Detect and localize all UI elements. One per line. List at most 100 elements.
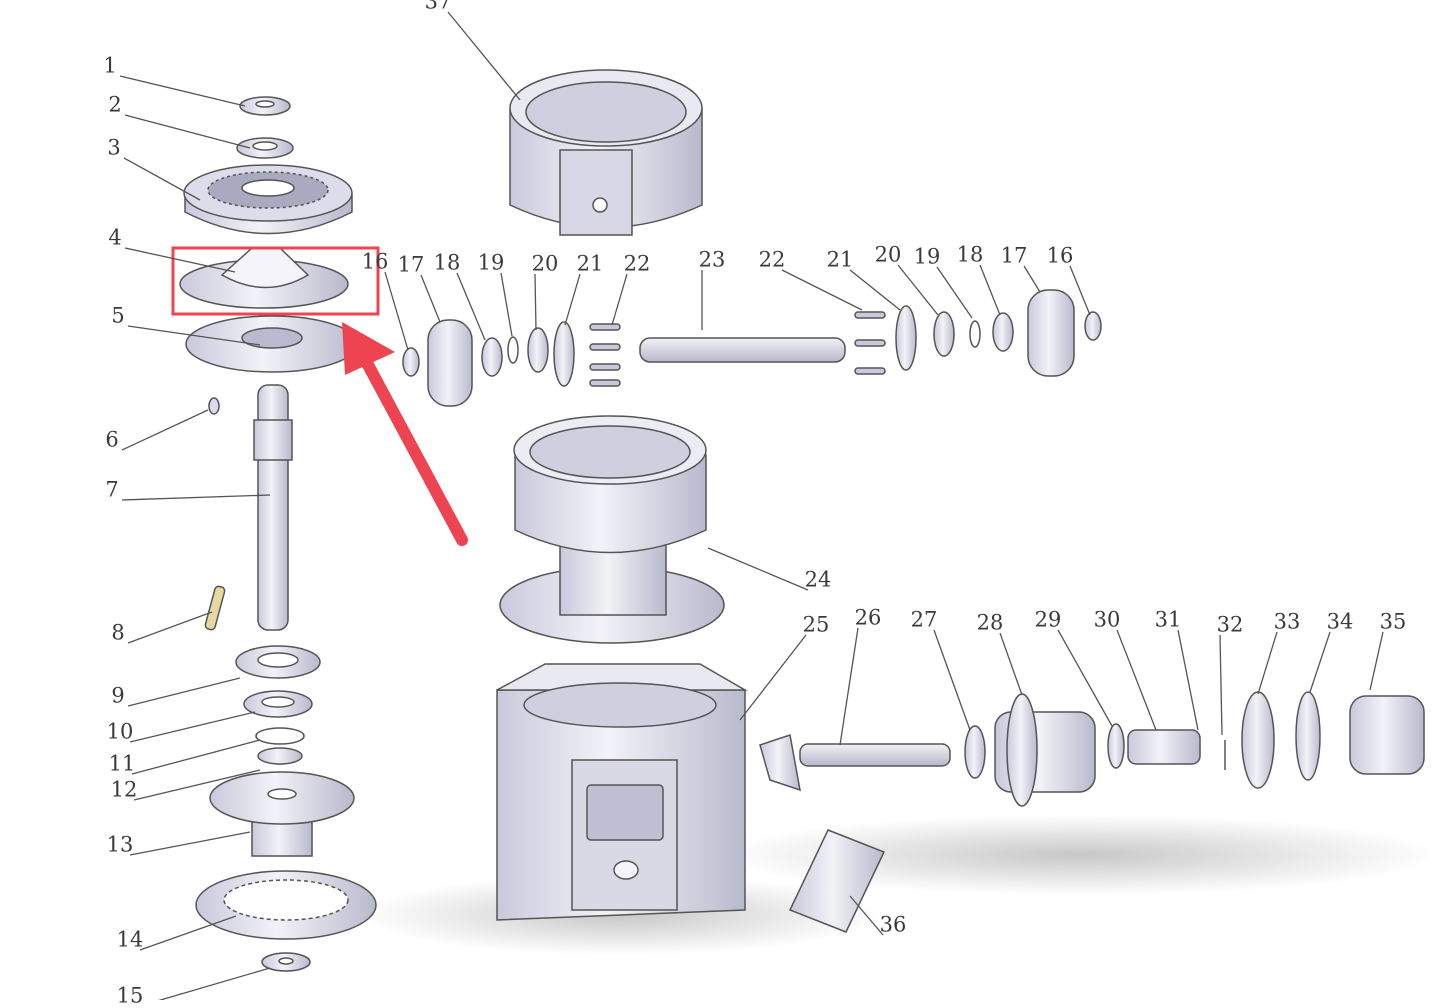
part-14-bevel-gear <box>195 870 377 940</box>
leader-line-20 <box>897 264 939 316</box>
leader-line-22 <box>611 273 628 326</box>
part-label-1: 1 <box>103 53 117 78</box>
leader-line-6 <box>121 409 209 451</box>
part-label-5: 5 <box>111 303 125 328</box>
part-7-shaft <box>253 384 293 631</box>
roller-shaft-assembly <box>402 289 1102 407</box>
part-label-27: 27 <box>910 607 938 632</box>
part-label-12: 12 <box>110 777 138 802</box>
part-label-34: 34 <box>1326 609 1354 634</box>
leader-line-11 <box>131 739 261 775</box>
part-36-cover-plate <box>788 829 886 933</box>
part-label-33: 33 <box>1273 609 1301 634</box>
part-label-17: 17 <box>397 252 425 277</box>
part-label-2: 2 <box>108 92 122 117</box>
part-label-23: 23 <box>698 247 726 272</box>
part-label-24: 24 <box>804 567 832 592</box>
part-label-22: 22 <box>623 251 651 276</box>
part-label-26: 26 <box>854 605 882 630</box>
part-label-36: 36 <box>879 912 907 937</box>
part-label-13: 13 <box>106 832 134 857</box>
leader-line-8 <box>127 611 213 644</box>
leader-lines <box>119 11 1384 1007</box>
leader-line-21 <box>849 269 901 311</box>
part-8-key <box>204 585 226 631</box>
leader-line-22 <box>781 269 863 311</box>
leader-line-20 <box>534 273 537 331</box>
part-label-37: 37 <box>424 0 452 14</box>
leader-line-7 <box>121 494 271 501</box>
part-10-bearing <box>243 690 313 718</box>
leader-line-28 <box>999 632 1023 696</box>
part-label-14: 14 <box>116 927 144 952</box>
part-label-21: 21 <box>576 251 604 276</box>
leader-line-30 <box>1116 629 1157 731</box>
leader-line-2 <box>124 114 251 149</box>
part-label-20: 20 <box>874 242 902 267</box>
leader-line-29 <box>1057 629 1113 727</box>
part-15-washer <box>261 952 311 972</box>
part-label-32: 32 <box>1216 612 1244 637</box>
floor-shadow <box>720 815 1440 895</box>
highlight-box <box>171 246 380 316</box>
leader-line-16 <box>1069 265 1091 316</box>
leader-line-25 <box>739 634 807 721</box>
part-label-19: 19 <box>913 244 941 269</box>
part-label-20: 20 <box>531 251 559 276</box>
part-label-30: 30 <box>1093 607 1121 632</box>
leader-line-19 <box>500 272 513 337</box>
leader-line-17 <box>420 274 441 323</box>
leader-line-37 <box>447 11 521 101</box>
part-6-key <box>208 397 220 415</box>
leader-line-19 <box>936 266 973 319</box>
part-label-25: 25 <box>802 612 830 637</box>
part-label-35: 35 <box>1379 609 1407 634</box>
part-5-plate <box>185 315 359 373</box>
leader-line-5 <box>127 325 261 346</box>
part-label-3: 3 <box>107 135 121 160</box>
part-3-grinding-disc <box>183 164 353 235</box>
leader-line-24 <box>707 547 809 591</box>
leader-line-10 <box>129 711 256 743</box>
leader-line-33 <box>1257 631 1278 695</box>
part-label-21: 21 <box>826 247 854 272</box>
leader-line-17 <box>1023 265 1041 293</box>
part-label-15: 15 <box>116 983 144 1008</box>
leader-line-16 <box>384 271 409 351</box>
red-arrow <box>342 322 468 546</box>
leader-line-31 <box>1177 629 1199 731</box>
part-label-11: 11 <box>108 751 136 776</box>
leader-line-21 <box>564 273 581 326</box>
part-2-washer <box>236 137 294 159</box>
part-label-4: 4 <box>108 225 122 250</box>
leader-line-18 <box>979 264 1001 316</box>
part-11-ring <box>255 727 305 745</box>
leader-line-12 <box>133 769 261 801</box>
part-label-22: 22 <box>758 247 786 272</box>
part-label-19: 19 <box>477 250 505 275</box>
part-label-6: 6 <box>105 427 119 452</box>
leader-line-35 <box>1369 631 1384 691</box>
part-label-10: 10 <box>106 719 134 744</box>
leader-line-32 <box>1219 634 1223 736</box>
part-label-8: 8 <box>111 620 125 645</box>
part-label-17: 17 <box>1000 243 1028 268</box>
part-13-flange <box>209 771 355 857</box>
leader-line-27 <box>933 629 971 731</box>
part-label-16: 16 <box>361 249 389 274</box>
part-label-29: 29 <box>1034 607 1062 632</box>
leader-line-14 <box>139 915 237 951</box>
part-label-7: 7 <box>105 477 119 502</box>
part-label-16: 16 <box>1046 243 1074 268</box>
part-label-9: 9 <box>111 683 125 708</box>
part-24-die-housing <box>499 415 725 644</box>
part-label-18: 18 <box>956 242 984 267</box>
leader-line-9 <box>127 677 241 707</box>
leader-line-3 <box>123 157 201 201</box>
leader-line-13 <box>129 831 251 856</box>
leader-line-36 <box>849 895 884 936</box>
part-25-gearbox-base <box>496 663 748 921</box>
leader-line-15 <box>139 967 271 1007</box>
